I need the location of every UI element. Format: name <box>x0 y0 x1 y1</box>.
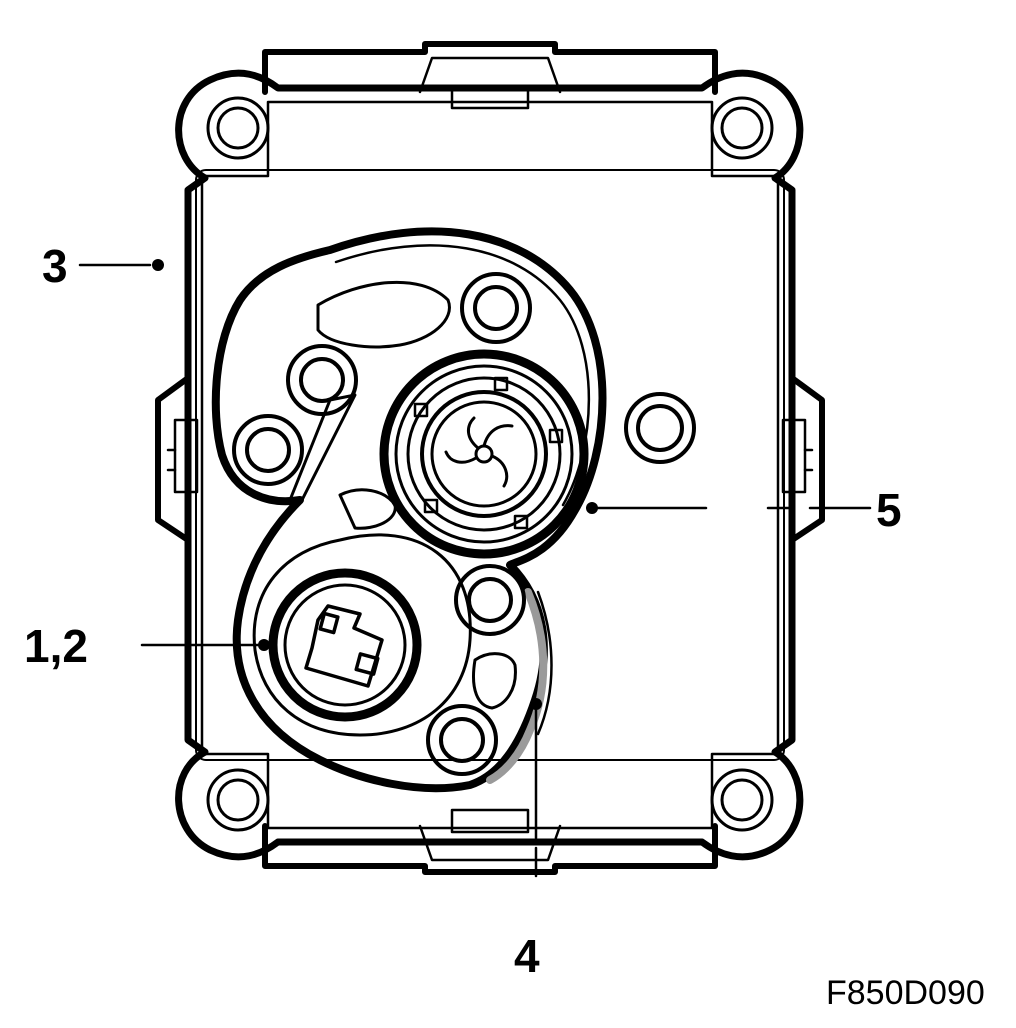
callout-1-2: 1,2 <box>24 620 88 672</box>
connector-socket <box>252 533 472 737</box>
leader-dots <box>152 259 598 710</box>
leader-lines <box>78 263 872 878</box>
callout-5: 5 <box>876 484 902 536</box>
figure-code: F850D090 <box>826 974 985 1012</box>
screw-boss <box>624 392 696 464</box>
callout-4: 4 <box>514 930 540 982</box>
callout-3: 3 <box>42 240 68 292</box>
lens-assembly <box>379 349 589 559</box>
housing <box>155 41 825 875</box>
reflector-body <box>211 227 607 793</box>
